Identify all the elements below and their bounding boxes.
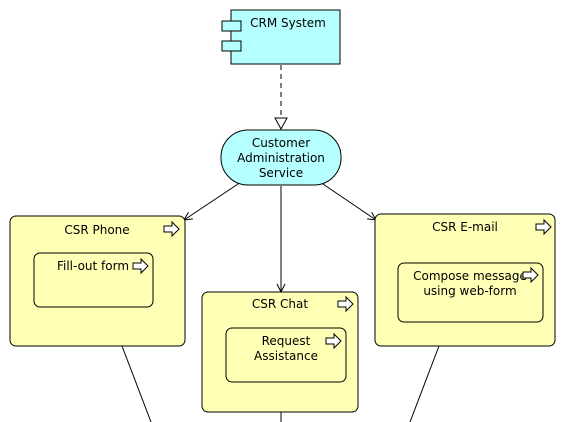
service-label-line-3: Service — [259, 166, 303, 180]
compose-message-line-1: Compose message — [413, 269, 527, 283]
connector-csr-email-down[interactable] — [409, 345, 440, 422]
service-label-line-1: Customer — [252, 136, 310, 150]
process-arrow-icon — [132, 257, 149, 275]
request-assistance-line-2: Assistance — [254, 349, 318, 363]
request-assistance-line-1: Request — [262, 334, 311, 348]
csr-chat-label: CSR Chat — [252, 297, 308, 311]
node-request-assistance[interactable]: Request Assistance — [225, 327, 347, 383]
node-fill-out-form[interactable]: Fill-out form — [33, 252, 154, 308]
process-arrow-icon — [522, 266, 539, 284]
connector-service-to-csr-email[interactable] — [319, 181, 376, 220]
process-arrow-icon — [535, 218, 552, 236]
service-label-line-2: Administration — [237, 151, 325, 165]
compose-message-line-2: using web-form — [423, 284, 516, 298]
crm-system-label: CRM System — [250, 16, 326, 30]
component-icon — [221, 20, 242, 52]
csr-email-label: CSR E-mail — [432, 220, 498, 234]
node-compose-message[interactable]: Compose message using web-form — [397, 262, 544, 323]
process-arrow-icon — [163, 220, 180, 238]
node-crm-system[interactable]: CRM System — [221, 9, 341, 65]
connector-service-to-csr-phone[interactable] — [184, 181, 242, 220]
node-customer-administration-service[interactable]: Customer Administration Service — [220, 129, 342, 186]
process-arrow-icon — [337, 295, 354, 313]
fill-out-form-label: Fill-out form — [57, 259, 129, 273]
csr-phone-label: CSR Phone — [64, 223, 129, 237]
process-arrow-icon — [325, 332, 342, 350]
connector-csr-phone-down[interactable] — [121, 345, 152, 422]
